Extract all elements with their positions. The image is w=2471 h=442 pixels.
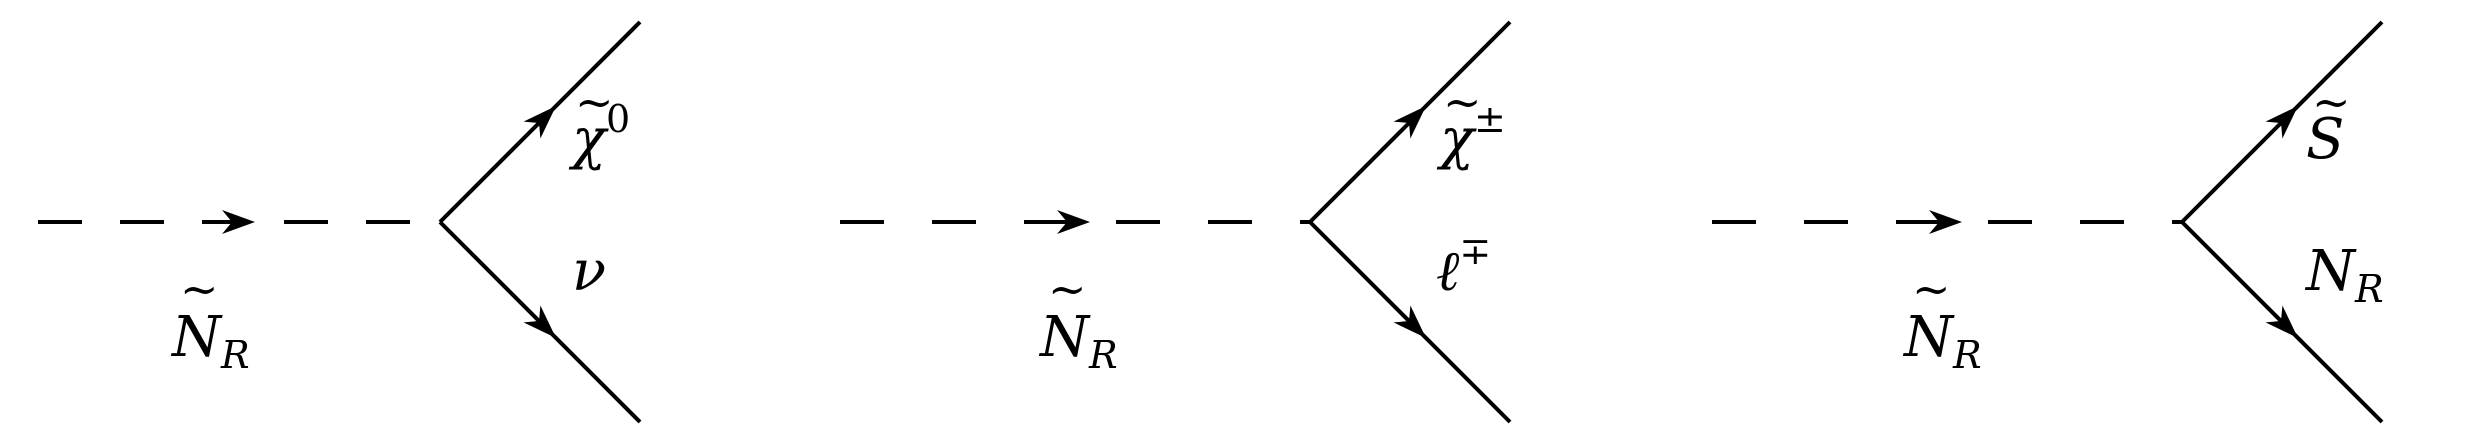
incoming-label: NR xyxy=(1902,305,1982,377)
lower-arrow xyxy=(1393,305,1426,338)
lower-arrow xyxy=(523,305,556,338)
incoming-label: NR xyxy=(170,305,250,377)
incoming-arrow xyxy=(1929,210,1962,234)
lower-label: ℓ∓ xyxy=(1436,229,1491,304)
upper-arrow xyxy=(523,106,556,139)
upper-tilde: ~ xyxy=(2312,75,2351,129)
upper-label: S xyxy=(2306,107,2344,172)
incoming-arrow xyxy=(222,210,255,234)
incoming-arrow xyxy=(1057,210,1090,234)
diagram-1: NR ~ χ0 ~ ν xyxy=(38,20,642,424)
incoming-label: NR xyxy=(1038,305,1118,377)
incoming-tilde: ~ xyxy=(180,262,219,316)
upper-tilde: ~ xyxy=(575,75,614,129)
upper-label: χ0 xyxy=(568,97,630,172)
diagram-2: NR ~ χ± ~ ℓ∓ xyxy=(840,20,1512,424)
upper-tilde: ~ xyxy=(1443,75,1482,129)
incoming-tilde: ~ xyxy=(1048,262,1087,316)
lower-label: NR xyxy=(2304,239,2384,311)
upper-label: χ± xyxy=(1436,97,1506,172)
upper-arrow xyxy=(2265,106,2298,139)
upper-arrow xyxy=(1393,106,1426,139)
lower-arrow xyxy=(2265,305,2298,338)
incoming-tilde: ~ xyxy=(1912,262,1951,316)
diagram-3: NR ~ S ~ NR xyxy=(1712,20,2384,424)
lower-label: ν xyxy=(572,239,606,304)
